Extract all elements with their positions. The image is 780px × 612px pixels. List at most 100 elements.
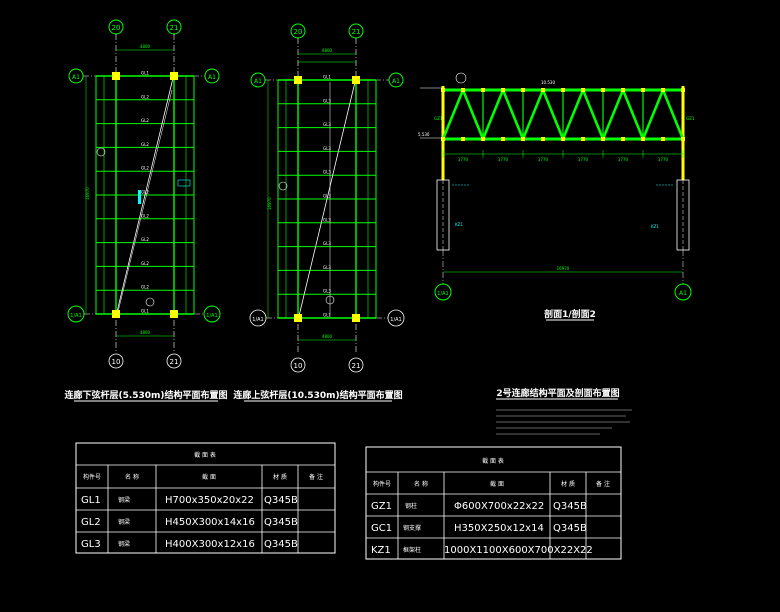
node [681,137,685,141]
svg-text:材 质: 材 质 [273,473,287,481]
svg-text:GL3: GL3 [81,539,101,550]
node [441,88,445,92]
svg-text:10: 10 [112,358,121,366]
svg-text:1000X1100X600X700X22X22: 1000X1100X600X700X22X22 [444,545,593,556]
truss-diagonal [441,89,465,140]
node [621,137,625,141]
axis-bubble-a1-right: A1 [204,68,220,84]
svg-text:4800: 4800 [140,330,151,335]
svg-text:GZ1: GZ1 [434,116,443,121]
svg-text:20: 20 [112,24,121,32]
svg-text:GC1: GC1 [371,523,392,534]
node [112,72,120,80]
truss-diagonal [521,89,545,140]
svg-text:A1: A1 [254,78,262,85]
beam-label: GL1 [323,313,331,318]
plan2-title: 连廊上弦杆层(10.530m)结构平面布置图 [233,389,402,401]
table-row: GL1 钢梁 H700x350x20x22 Q345B [81,495,298,506]
svg-text:GL1: GL1 [81,495,101,506]
beam-label: GL3 [323,289,331,294]
axis-bubble-a1-left: A1 [68,68,84,84]
svg-text:钢梁: 钢梁 [118,496,130,504]
axis-bubble-21-bottom: 21 [166,353,182,369]
node [481,88,485,92]
node [661,137,665,141]
axis-bubble-1a1: 1/A1 [434,283,452,301]
beam-label: GL3 [323,217,331,222]
svg-text:Q345B: Q345B [264,495,298,506]
node [561,88,565,92]
svg-text:截 面: 截 面 [490,480,504,488]
svg-text:框架柱: 框架柱 [403,546,421,554]
panel-dim: 3770 [458,157,469,162]
table-row: GZ1 钢柱 Φ600X700x22x22 Q345B [371,501,587,512]
svg-text:4800: 4800 [140,44,151,49]
truss-diagonal [501,89,525,140]
svg-text:4800: 4800 [322,334,333,339]
node [641,137,645,141]
svg-text:1/A1: 1/A1 [206,313,217,319]
beam-label: GL2 [141,118,149,123]
truss-diagonal [601,89,625,140]
axis-bubble-a1: A1 [674,283,692,301]
panel-dim: 3770 [498,157,509,162]
axis-bubble-10: 10 [108,353,124,369]
node [481,137,485,141]
beam-label: GL2 [141,166,149,171]
elev-bottom: 5.530 [418,132,430,137]
svg-text:A1: A1 [679,290,687,297]
node [294,76,302,84]
node [541,137,545,141]
node [170,72,178,80]
node [581,137,585,141]
svg-text:16970: 16970 [557,266,570,271]
beam-label: GL2 [141,190,149,195]
beam-label: GL3 [323,265,331,270]
svg-text:21: 21 [352,28,361,36]
node [561,137,565,141]
node [541,88,545,92]
truss-diagonal [621,89,645,140]
truss-diagonal [581,89,605,140]
truss-diagonal [661,89,685,140]
svg-text:GZ1: GZ1 [371,501,392,512]
node [641,88,645,92]
node [601,88,605,92]
node [294,314,302,322]
beam-label: GL2 [141,261,149,266]
panel-dim: 3770 [618,157,629,162]
svg-text:构件号: 构件号 [83,473,101,481]
node [170,310,178,318]
table-row: KZ1 框架柱 1000X1100X600X700X22X22 [371,545,593,556]
node [501,88,505,92]
svg-text:21: 21 [170,358,179,366]
beam-label: GL3 [323,122,331,127]
axis-bubble-21-bottom: 21 [348,357,364,373]
plan1-title: 连廊下弦杆层(5.530m)结构平面布置图 [64,389,227,401]
beam-label: GL3 [323,98,331,103]
beam-label: GL1 [323,75,331,80]
svg-text:钢支撑: 钢支撑 [403,524,421,532]
node [681,88,685,92]
section-group-title: 2号连廊结构平面及剖面布置图 [496,387,619,399]
table1-title: 截 面 表 [194,451,216,459]
beam-label: GL1 [141,309,149,314]
svg-text:钢梁: 钢梁 [118,540,130,548]
section-label: 剖面1/剖面2 [544,308,596,320]
table-row: GL3 钢梁 H400X300x12x16 Q345B [81,539,298,550]
svg-text:16970: 16970 [85,187,90,200]
axis-bubble-21: 21 [348,23,364,39]
truss-diagonal [641,89,665,140]
section-table-2: 截 面 表 构件号 名 称 截 面 材 质 备 注 GZ1 钢柱 Φ600X70… [365,446,622,560]
svg-text:16970: 16970 [267,197,272,210]
svg-text:KZ1: KZ1 [455,222,463,227]
node [461,88,465,92]
node [661,88,665,92]
svg-text:1/A1: 1/A1 [70,313,81,319]
table-row: GC1 钢支撑 H350X250x12x14 Q345B [371,523,587,534]
svg-text:名 称: 名 称 [125,473,139,481]
